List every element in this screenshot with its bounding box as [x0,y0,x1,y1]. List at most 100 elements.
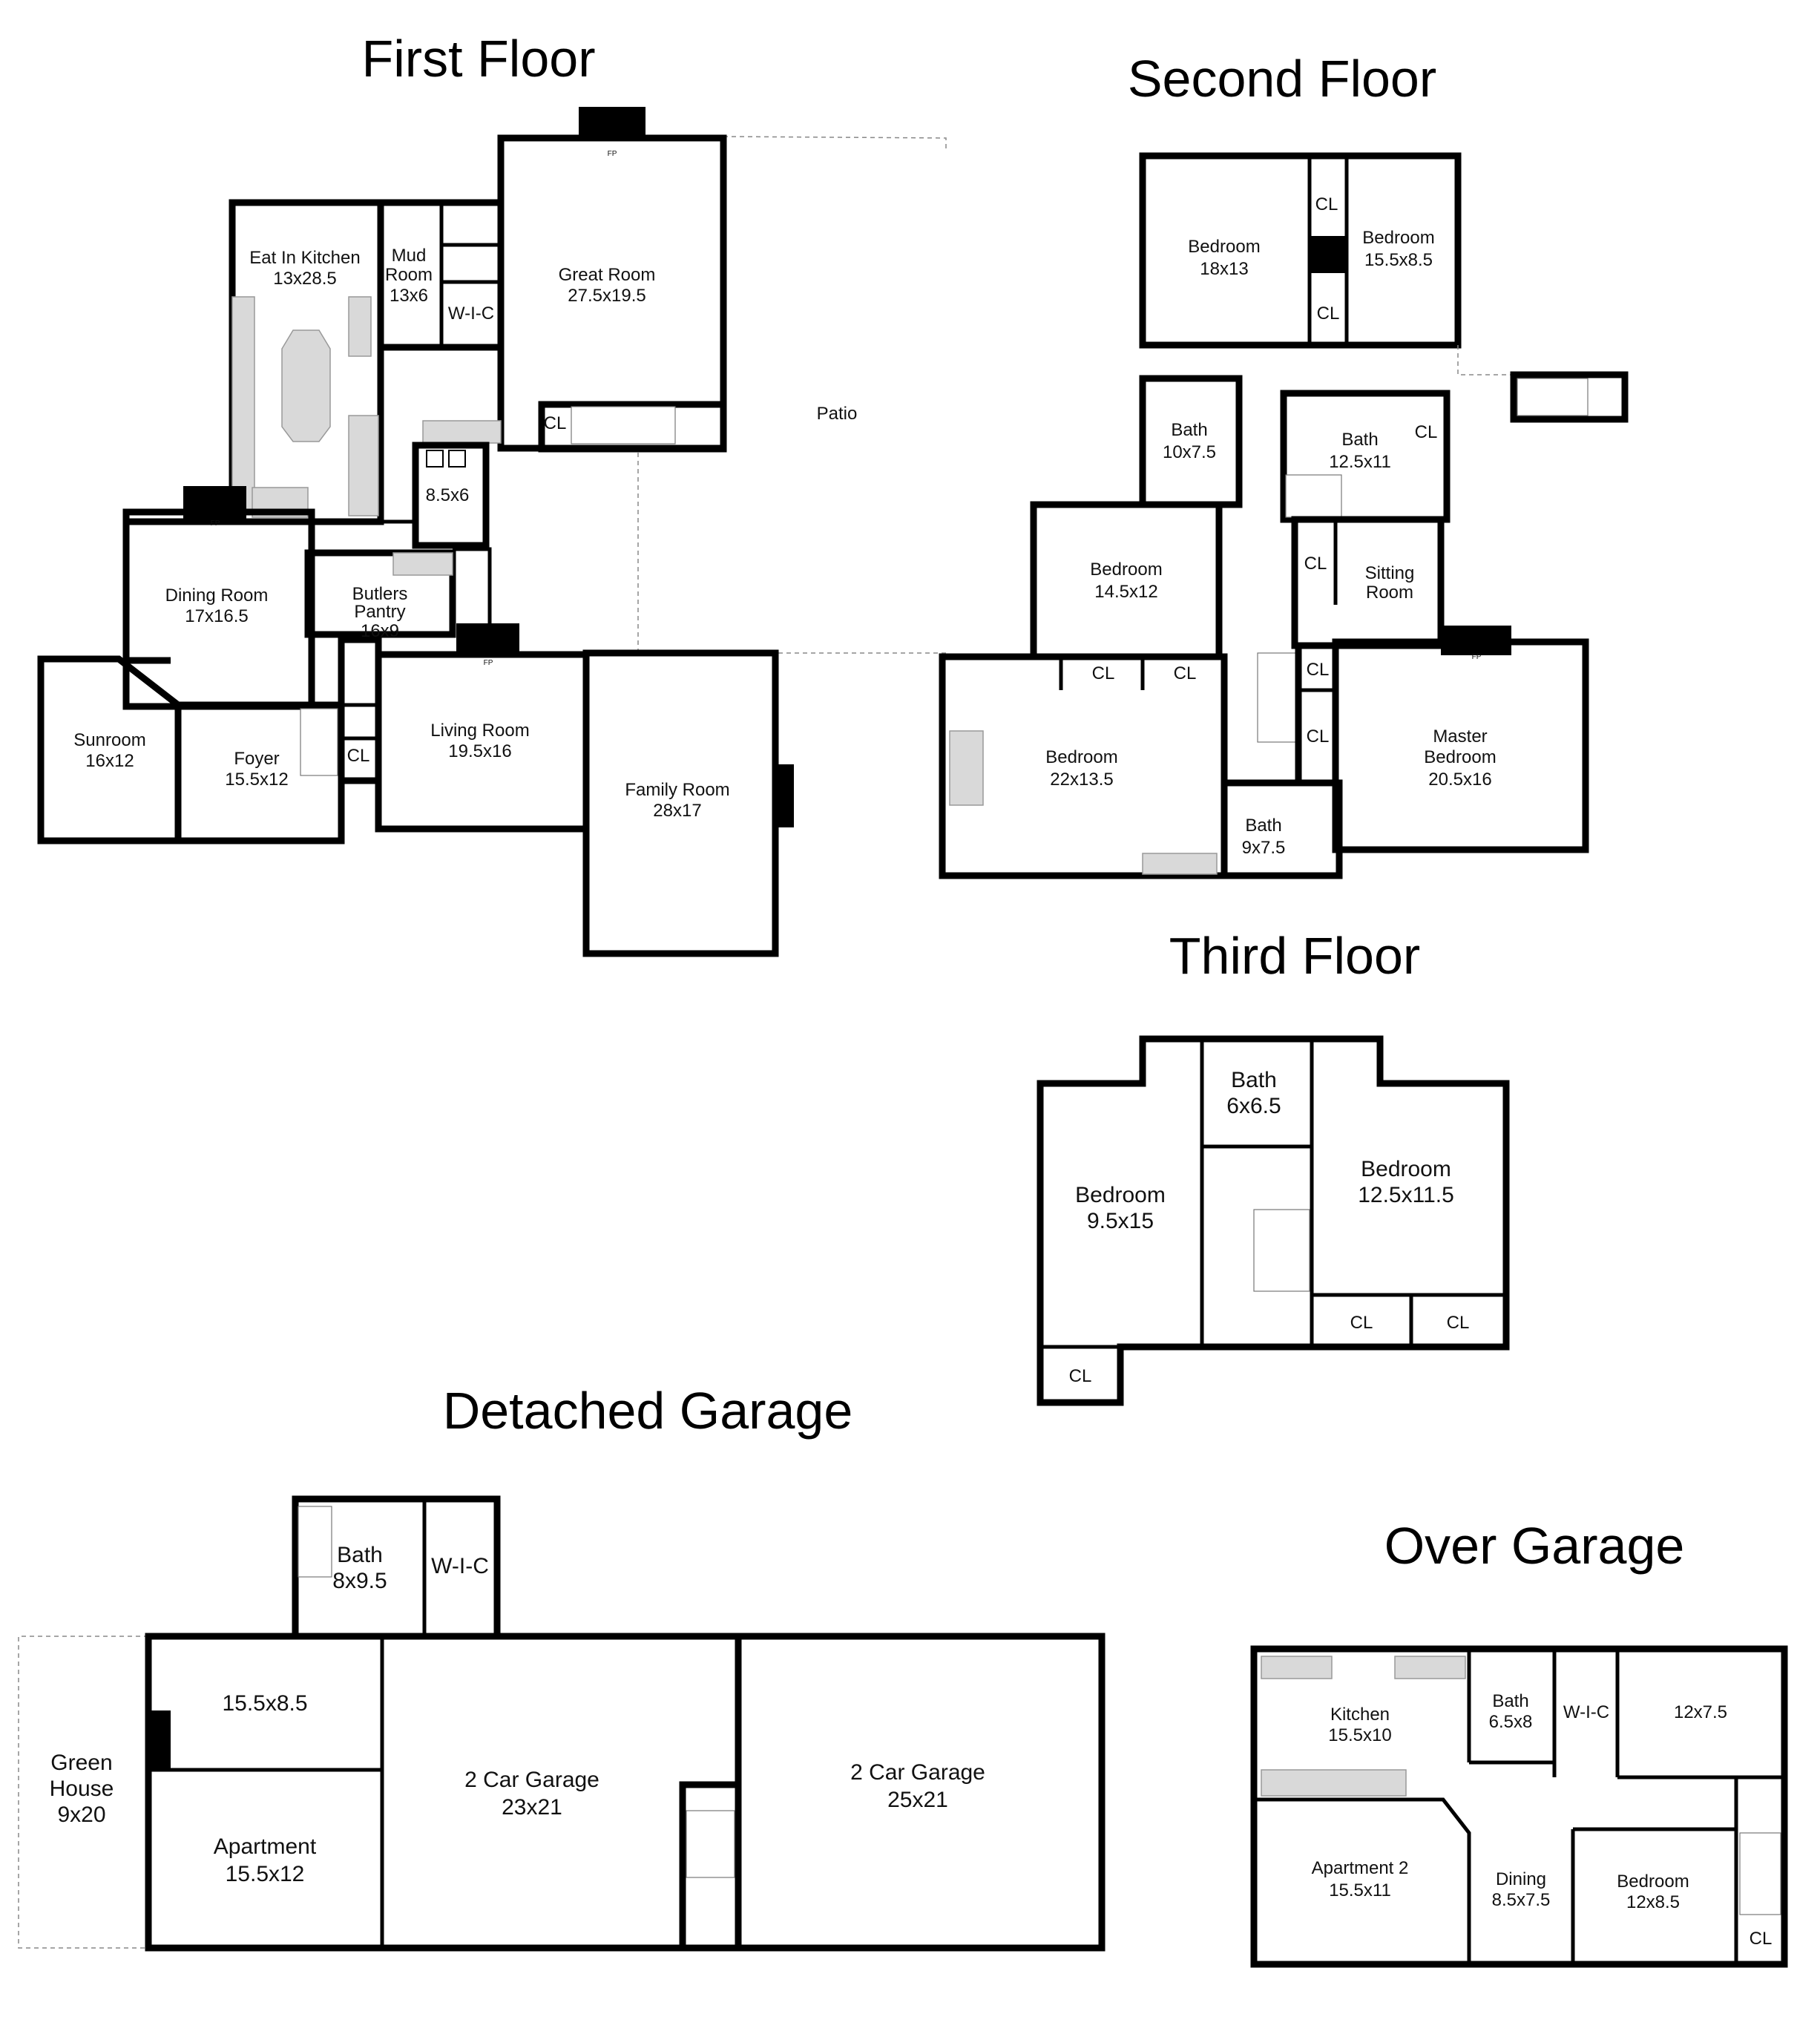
over-dining-label: Dining [1496,1869,1546,1889]
master-bedroom-dim: 20.5x16 [1428,770,1491,790]
master-chimney [1441,626,1511,655]
over-bath-label: Bath [1492,1691,1528,1711]
butlers-pantry-label-1: Butlers [352,584,408,604]
family-room-dim: 28x17 [653,801,701,821]
second-chimney-top [1310,236,1347,273]
patio-outline [637,136,947,654]
garage-bath-dim: 8x9.5 [332,1569,387,1593]
garage-front-room-dim: 15.5x8.5 [222,1691,307,1716]
master-bedroom-label-1: Master [1433,726,1487,747]
living-room-label: Living Room [430,721,529,741]
stair-area [538,401,727,453]
living-room-dim: 19.5x16 [448,741,511,761]
bedroom-c-walls [1030,501,1223,660]
over-garage: Over Garage Kitchen 15.5x10 Bath 6.5x8 W… [1250,1517,1788,1968]
garage-b-dim: 25x21 [887,1788,948,1812]
third-bath-dim: 6x6.5 [1226,1094,1281,1118]
third-closet-3: CL [1069,1366,1092,1386]
dining-room-dim: 17x16.5 [185,606,248,626]
over-garage-walls [1250,1645,1788,1968]
third-bedroom-a-dim: 9.5x15 [1087,1209,1154,1233]
third-closet-1: CL [1350,1313,1373,1333]
laundry-walls [412,442,490,549]
bedroom-a-label: Bedroom [1188,237,1260,257]
garage-wic-label: W-I-C [431,1554,489,1578]
mud-room-label-2: Room [385,265,433,285]
first-floor: First Floor FP FP [37,30,947,957]
eat-in-kitchen-label: Eat In Kitchen [249,248,360,268]
detached-garage: Detached Garage Bath 8x9.5 W-I-C 15.5x8.… [18,1382,1106,1952]
butlers-pantry-walls [304,549,456,638]
first-floor-title: First Floor [362,30,596,88]
fireplace-label: FP [1472,653,1482,661]
sitting-room-walls [1291,516,1445,649]
kitchen-counter-left [231,296,255,513]
over-bath-dim: 6.5x8 [1489,1712,1533,1732]
great-room-label: Great Room [559,265,656,285]
second-closet-1: CL [1315,194,1338,214]
foyer-label: Foyer [234,749,279,769]
third-closet-2: CL [1447,1313,1470,1333]
garage-b-label: 2 Car Garage [850,1760,985,1785]
over-kitchen-label: Kitchen [1330,1705,1390,1725]
bath-a-label: Bath [1171,420,1207,440]
third-bedroom-b-dim: 12.5x11.5 [1358,1183,1454,1207]
bath-c-label: Bath [1245,816,1281,836]
family-room-label: Family Room [625,780,729,800]
garage-a-label: 2 Car Garage [464,1768,599,1792]
bedroom-d-dim: 22x13.5 [1050,770,1113,790]
mud-room-dim: 13x6 [390,286,428,306]
eat-in-kitchen-dim: 13x28.5 [273,269,336,289]
great-room-dim: 27.5x19.5 [568,286,645,306]
second-closet-3: CL [1415,422,1438,442]
second-closet-4: CL [1304,554,1327,574]
second-stair-ext [1510,371,1629,423]
green-house-label-1: Green [50,1751,112,1775]
kitchen-counter-right-bottom [348,415,379,516]
bath-c-dim: 9x7.5 [1242,838,1286,858]
detached-garage-title: Detached Garage [443,1382,853,1440]
bath-a-walls [1139,375,1243,508]
third-floor: Third Floor Bath 6x6.5 Bedroom 9.5x15 Be… [1037,927,1510,1406]
patio-label: Patio [817,404,858,424]
first-wic-label: W-I-C [448,304,494,324]
third-bath-label: Bath [1231,1068,1277,1092]
family-chimney [775,764,794,827]
over-wic-label: W-I-C [1563,1702,1609,1722]
second-floor-title: Second Floor [1128,50,1436,108]
mud-room-label-1: Mud [392,246,427,266]
bath-b-label: Bath [1341,430,1378,450]
first-closet-label: CL [544,413,567,433]
bath-a-dim: 10x7.5 [1163,442,1216,462]
bedroom-c-label: Bedroom [1090,560,1162,580]
second-closet-6: CL [1174,663,1197,683]
dining-room-label: Dining Room [165,585,269,606]
garage-apartment-label: Apartment [214,1834,317,1859]
bath-b-dim: 12.5x11 [1329,452,1391,472]
sunroom-dim: 16x12 [85,751,134,771]
sunroom-label: Sunroom [73,730,145,750]
fireplace-label: FP [484,659,493,667]
upper-bedrooms-walls [1139,152,1462,349]
bedroom-d-walls [939,653,1228,879]
over-closet-label: CL [1750,1929,1773,1949]
bedroom-b-label: Bedroom [1362,228,1434,248]
third-bedroom-a-label: Bedroom [1075,1183,1166,1207]
green-house-dim: 9x20 [57,1803,105,1827]
second-closet-7: CL [1307,660,1330,680]
bath-c-walls [1221,779,1343,879]
over-garage-title: Over Garage [1384,1517,1685,1575]
garage-a-dim: 23x21 [502,1795,562,1820]
dining-chimney [183,486,246,522]
apartment-2-label: Apartment 2 [1312,1858,1409,1878]
sitting-room-label-2: Room [1366,583,1413,603]
sitting-room-label-1: Sitting [1365,563,1415,583]
over-room-a-dim: 12x7.5 [1674,1702,1727,1722]
bedroom-c-dim: 14.5x12 [1094,582,1157,602]
apartment-2-dim: 15.5x11 [1329,1880,1391,1900]
laundry-dim: 8.5x6 [426,485,470,505]
third-floor-walls [1037,1035,1510,1406]
over-bedroom-label: Bedroom [1617,1872,1689,1892]
second-closet-2: CL [1317,304,1340,324]
fireplace-label: FP [608,150,617,158]
